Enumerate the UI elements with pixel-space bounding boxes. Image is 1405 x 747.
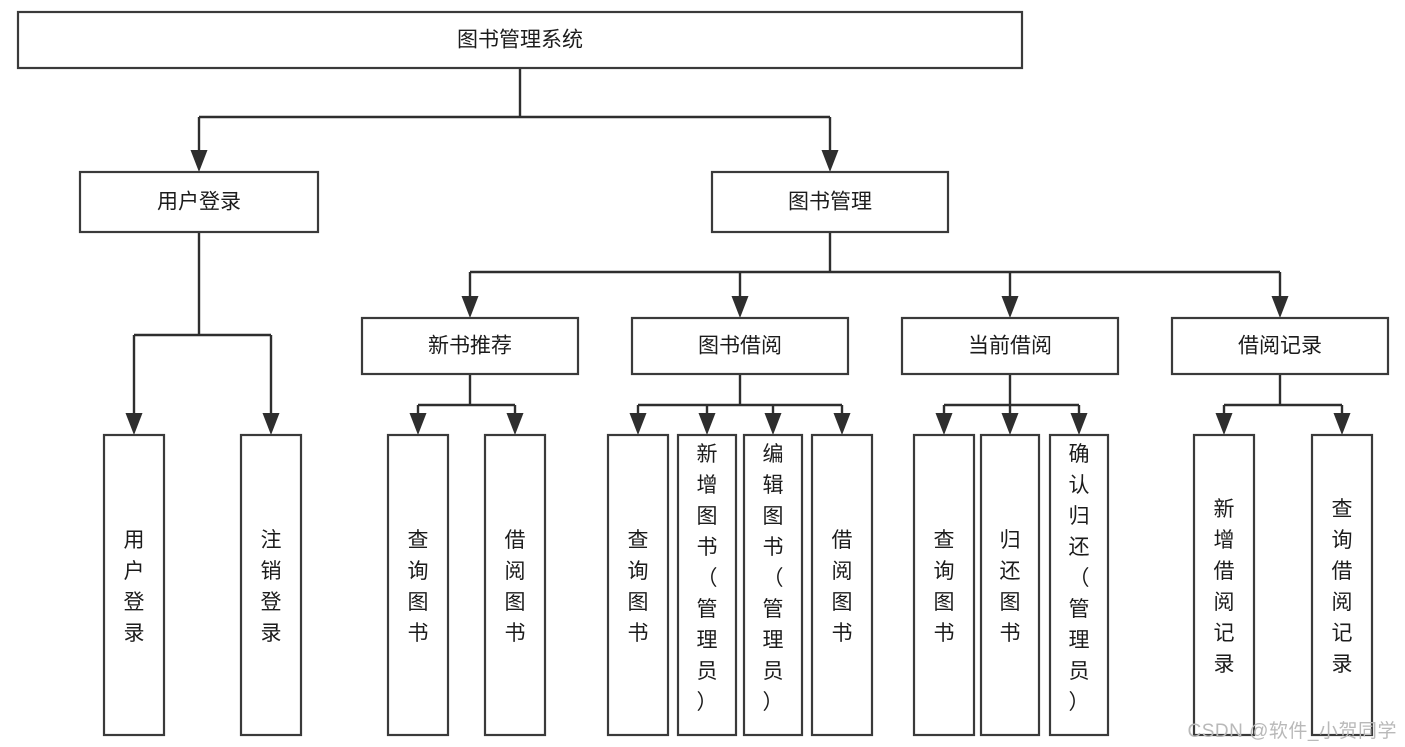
node-leaf-nb-query[interactable]: 查询图书 — [386, 433, 450, 737]
node-box-leaf-nb-query[interactable] — [386, 433, 450, 737]
node-current[interactable]: 当前借阅 — [900, 316, 1120, 376]
connector-group-newbook — [409, 374, 524, 435]
node-label-leaf-nb-query: 查询图书 — [408, 529, 429, 645]
node-box-current[interactable] — [900, 316, 1120, 376]
node-label-leaf-cb-confirm: 确认归还（管理员） — [1069, 443, 1090, 714]
node-box-leaf-cb-query[interactable] — [912, 433, 976, 737]
node-box-leaf-cb-return[interactable] — [979, 433, 1041, 737]
node-box-leaf-cb-confirm[interactable] — [1048, 433, 1110, 737]
node-box-root[interactable] — [16, 10, 1024, 70]
node-label-newbook: 新书推荐 — [428, 335, 512, 358]
node-label-bookmgr: 图书管理 — [788, 191, 872, 214]
node-leaf-bw-add[interactable]: 新增图书（管理员） — [676, 433, 738, 737]
node-label-current: 当前借阅 — [968, 335, 1052, 358]
node-leaf-cb-confirm[interactable]: 确认归还（管理员） — [1048, 433, 1110, 737]
node-leaf-cb-return[interactable]: 归还图书 — [979, 433, 1041, 737]
node-label-leaf-cb-query: 查询图书 — [934, 529, 955, 645]
csdn-watermark: CSDN @软件_小贺同学 — [1187, 721, 1397, 742]
node-box-record[interactable] — [1170, 316, 1390, 376]
connector-group-login — [125, 232, 280, 435]
node-login[interactable]: 用户登录 — [78, 170, 320, 234]
node-leaf-bw-borrow[interactable]: 借阅图书 — [810, 433, 874, 737]
node-label-leaf-user-logout: 注销登录 — [261, 529, 282, 645]
node-label-record: 借阅记录 — [1238, 335, 1322, 358]
node-label-login: 用户登录 — [157, 191, 241, 214]
connector-group-borrow — [629, 374, 851, 435]
connector-group-root — [190, 68, 839, 172]
connector-group-current — [935, 374, 1088, 435]
node-leaf-rc-add[interactable]: 新增借阅记录 — [1192, 433, 1256, 737]
node-label-leaf-bw-add: 新增图书（管理员） — [697, 443, 718, 714]
node-label-leaf-bw-edit: 编辑图书（管理员） — [763, 443, 784, 714]
node-leaf-user-logout[interactable]: 注销登录 — [239, 433, 303, 737]
node-box-borrow[interactable] — [630, 316, 850, 376]
node-box-leaf-nb-borrow[interactable] — [483, 433, 547, 737]
connector-layer — [125, 68, 1351, 435]
node-leaf-nb-borrow[interactable]: 借阅图书 — [483, 433, 547, 737]
node-label-leaf-bw-borrow: 借阅图书 — [832, 529, 853, 645]
node-root[interactable]: 图书管理系统 — [16, 10, 1024, 70]
node-label-leaf-nb-borrow: 借阅图书 — [505, 529, 526, 645]
node-box-login[interactable] — [78, 170, 320, 234]
node-box-newbook[interactable] — [360, 316, 580, 376]
node-label-leaf-rc-add: 新增借阅记录 — [1214, 498, 1235, 676]
node-box-leaf-user-logout[interactable] — [239, 433, 303, 737]
node-leaf-bw-edit[interactable]: 编辑图书（管理员） — [742, 433, 804, 737]
node-leaf-cb-query[interactable]: 查询图书 — [912, 433, 976, 737]
node-label-leaf-cb-return: 归还图书 — [1000, 529, 1021, 645]
node-box-leaf-bw-query[interactable] — [606, 433, 670, 737]
node-box-leaf-bw-borrow[interactable] — [810, 433, 874, 737]
node-leaf-rc-query[interactable]: 查询借阅记录 — [1310, 433, 1374, 737]
node-label-borrow: 图书借阅 — [698, 335, 782, 358]
node-bookmgr[interactable]: 图书管理 — [710, 170, 950, 234]
connector-group-bookmgr — [461, 232, 1289, 318]
node-label-leaf-user-login: 用户登录 — [124, 529, 145, 645]
node-box-leaf-bw-add[interactable] — [676, 433, 738, 737]
node-label-leaf-bw-query: 查询图书 — [628, 529, 649, 645]
node-borrow[interactable]: 图书借阅 — [630, 316, 850, 376]
connector-group-record — [1215, 374, 1351, 435]
node-leaf-user-login[interactable]: 用户登录 — [102, 433, 166, 737]
node-label-leaf-rc-query: 查询借阅记录 — [1332, 498, 1353, 676]
node-box-bookmgr[interactable] — [710, 170, 950, 234]
node-box-leaf-user-login[interactable] — [102, 433, 166, 737]
node-leaf-bw-query[interactable]: 查询图书 — [606, 433, 670, 737]
node-label-root: 图书管理系统 — [457, 29, 583, 52]
node-record[interactable]: 借阅记录 — [1170, 316, 1390, 376]
node-box-leaf-rc-add[interactable] — [1192, 433, 1256, 737]
node-layer: 图书管理系统用户登录图书管理新书推荐图书借阅当前借阅借阅记录用户登录注销登录查询… — [16, 10, 1390, 737]
node-newbook[interactable]: 新书推荐 — [360, 316, 580, 376]
node-box-leaf-bw-edit[interactable] — [742, 433, 804, 737]
node-box-leaf-rc-query[interactable] — [1310, 433, 1374, 737]
